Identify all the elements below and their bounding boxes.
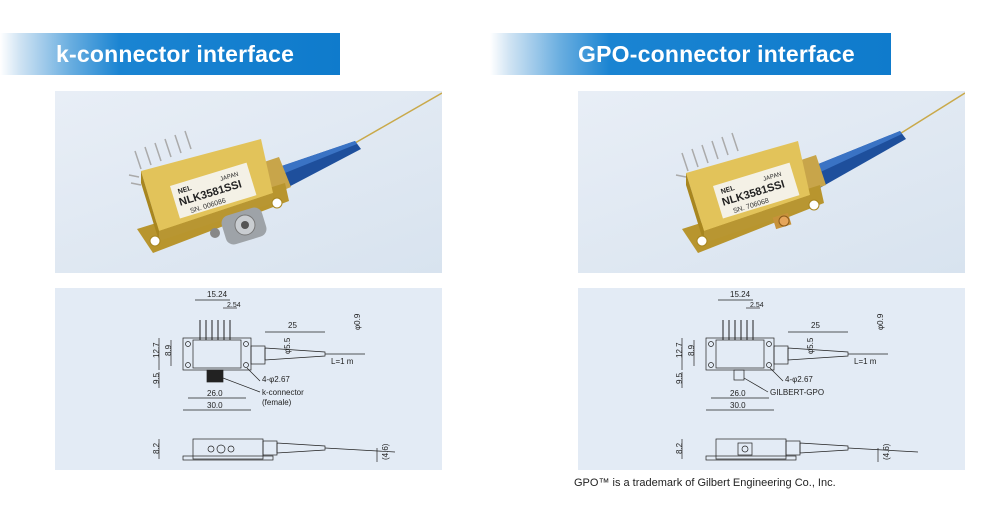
right-photo-origin: JAPAN bbox=[763, 172, 783, 183]
left-section-title: k-connector interface bbox=[56, 41, 295, 67]
left-dim-outer-width: 30.0 bbox=[207, 401, 223, 410]
left-dim-length: 25 bbox=[288, 321, 297, 330]
right-dim-outer-width: 30.0 bbox=[730, 401, 746, 410]
right-section-header: GPO-connector interface bbox=[490, 33, 891, 75]
right-dim-height2: 8.9 bbox=[687, 344, 696, 356]
left-photo-origin: JAPAN bbox=[220, 172, 240, 183]
right-photo-brand: NEL bbox=[720, 185, 736, 196]
right-dim-fiber-length: L=1 m bbox=[854, 357, 877, 366]
right-dimension-drawing: 15.24 2.54 25 φ0.9 L=1 m φ5.5 12.7 8.9 9… bbox=[578, 288, 965, 470]
right-dim-sleeve-diameter: φ5.5 bbox=[806, 337, 815, 354]
left-dim-inner-width: 26.0 bbox=[207, 389, 223, 398]
right-dim-side-offset: (4.6) bbox=[882, 443, 891, 460]
left-connector-label: k-connector bbox=[262, 388, 304, 397]
right-dim-side-height: 8.2 bbox=[675, 442, 684, 454]
left-dimension-drawing: 15.24 2.54 25 φ0.9 L=1 m φ5.5 12.7 8.9 9… bbox=[55, 288, 442, 470]
right-connector-label: GILBERT-GPO bbox=[770, 388, 824, 397]
left-dim-side-height: 8.2 bbox=[152, 442, 161, 454]
left-dim-side-offset: (4.6) bbox=[381, 443, 390, 460]
right-dim-height1: 12.7 bbox=[675, 342, 684, 358]
left-dim-sleeve-diameter: φ5.5 bbox=[283, 337, 292, 354]
right-dim-holes: 4-φ2.67 bbox=[785, 375, 813, 384]
right-dim-inner-width: 26.0 bbox=[730, 389, 746, 398]
trademark-footnote: GPO™ is a trademark of Gilbert Engineeri… bbox=[574, 477, 836, 489]
left-dim-holes: 4-φ2.67 bbox=[262, 375, 290, 384]
right-dim-pin-pitch: 2.54 bbox=[750, 302, 764, 309]
left-dim-pin-pitch: 2.54 bbox=[227, 302, 241, 309]
left-section-header: k-connector interface bbox=[0, 33, 340, 75]
left-dim-width: 15.24 bbox=[207, 290, 228, 299]
left-dim-fiber-diameter: φ0.9 bbox=[353, 313, 362, 330]
left-dim-height1: 12.7 bbox=[152, 342, 161, 358]
left-product-photo: NEL JAPAN NLK3581SSI SN. 006086 bbox=[55, 91, 443, 273]
right-product-photo: NEL JAPAN NLK3581SSI SN. 706068 bbox=[578, 91, 966, 273]
right-dim-height3: 9.5 bbox=[675, 372, 684, 384]
right-section-title: GPO-connector interface bbox=[578, 41, 855, 67]
left-dim-height3: 9.5 bbox=[152, 372, 161, 384]
right-dim-length: 25 bbox=[811, 321, 820, 330]
left-dim-height2: 8.9 bbox=[164, 344, 173, 356]
left-dim-fiber-length: L=1 m bbox=[331, 357, 354, 366]
right-dim-fiber-diameter: φ0.9 bbox=[876, 313, 885, 330]
left-photo-brand: NEL bbox=[177, 185, 193, 196]
left-connector-sub-label: (female) bbox=[262, 398, 292, 407]
right-dim-width: 15.24 bbox=[730, 290, 751, 299]
